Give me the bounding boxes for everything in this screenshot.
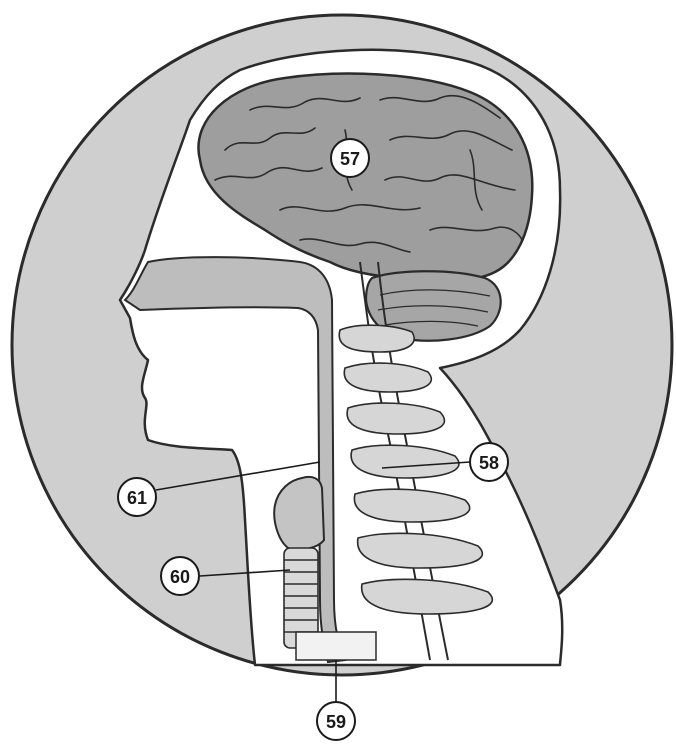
label-57: 57 bbox=[340, 149, 360, 169]
label-61-callout: 61 bbox=[118, 478, 156, 516]
label-58: 58 bbox=[479, 453, 499, 473]
label-57-callout: 57 bbox=[331, 139, 369, 177]
label-59: 59 bbox=[326, 712, 346, 732]
neck-section-box bbox=[296, 632, 376, 660]
label-59-callout: 59 bbox=[317, 702, 355, 740]
label-61: 61 bbox=[127, 488, 147, 508]
label-58-callout: 58 bbox=[470, 443, 508, 481]
label-60-callout: 60 bbox=[161, 557, 199, 595]
label-60: 60 bbox=[170, 567, 190, 587]
